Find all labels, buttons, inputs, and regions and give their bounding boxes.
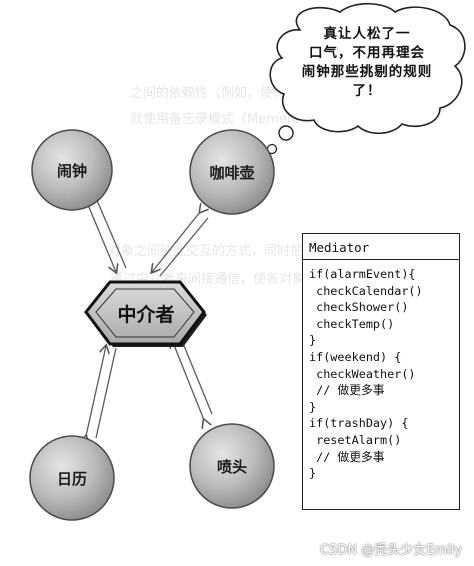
thought-line: 闹钟那些挑剔的规则 — [301, 64, 433, 80]
alarm-node — [31, 129, 113, 211]
arrow-calendar-mediator-shadow — [95, 347, 117, 439]
thought-bubble-text: 真让人松了一 口气，不用再理会 闹钟那些挑剔的规则 了！ — [286, 25, 448, 101]
sprinkler-node — [189, 423, 275, 509]
arrow-coffee-mediator — [152, 212, 200, 272]
code-box-title: Mediator — [303, 234, 459, 260]
mediator-code-box: Mediator if(alarmEvent){ checkCalendar()… — [302, 233, 460, 510]
code-line: if(alarmEvent){ — [309, 267, 416, 281]
code-line: // 做更多事 — [309, 383, 385, 398]
code-lines: if(alarmEvent){ checkCalendar() checkSho… — [303, 260, 459, 482]
arrow-coffee-mediator-shadow — [159, 217, 209, 277]
code-line: if(trashDay) { — [309, 416, 409, 431]
code-line: checkTemp() — [309, 316, 395, 331]
mediator-label: 中介者 — [117, 304, 175, 326]
thought-line: 口气，不用再理会 — [309, 45, 425, 61]
thought-line: 真让人松了一 — [323, 26, 411, 42]
coffee-pot-label: 咖啡壶 — [209, 164, 255, 182]
code-line: } — [309, 399, 317, 414]
watermark: CSDN @秃头少女Emily — [320, 543, 462, 558]
mediator-node — [84, 280, 207, 347]
arrow-calendar-mediator — [86, 346, 106, 436]
code-line: if(weekend) { — [309, 349, 402, 364]
arrow-sprinkler-mediator-shadow — [179, 335, 213, 415]
alarm-label: 闹钟 — [56, 162, 87, 180]
arrow-alarm-mediator-shadow — [95, 197, 127, 269]
connection-arrows — [86, 197, 213, 439]
code-line: } — [309, 333, 317, 348]
background-ghost-text: 之间的依赖性（例如，使得用 — [130, 86, 300, 101]
calendar-label: 日历 — [56, 470, 87, 488]
code-line: checkCalendar() — [309, 283, 423, 298]
code-line: checkWeather() — [309, 366, 416, 381]
code-line: // 做更多事 — [309, 449, 385, 464]
coffee-pot-node — [189, 129, 275, 215]
thought-line: 了！ — [352, 83, 382, 99]
calendar-node — [29, 435, 115, 521]
thought-bubble — [266, 2, 466, 155]
sprinkler-label: 喷头 — [216, 458, 247, 476]
code-line: resetAlarm() — [309, 432, 402, 447]
code-line: } — [309, 466, 317, 481]
arrow-sprinkler-mediator — [172, 340, 204, 420]
arrow-alarm-mediator — [86, 200, 116, 272]
code-line: checkShower() — [309, 300, 409, 315]
